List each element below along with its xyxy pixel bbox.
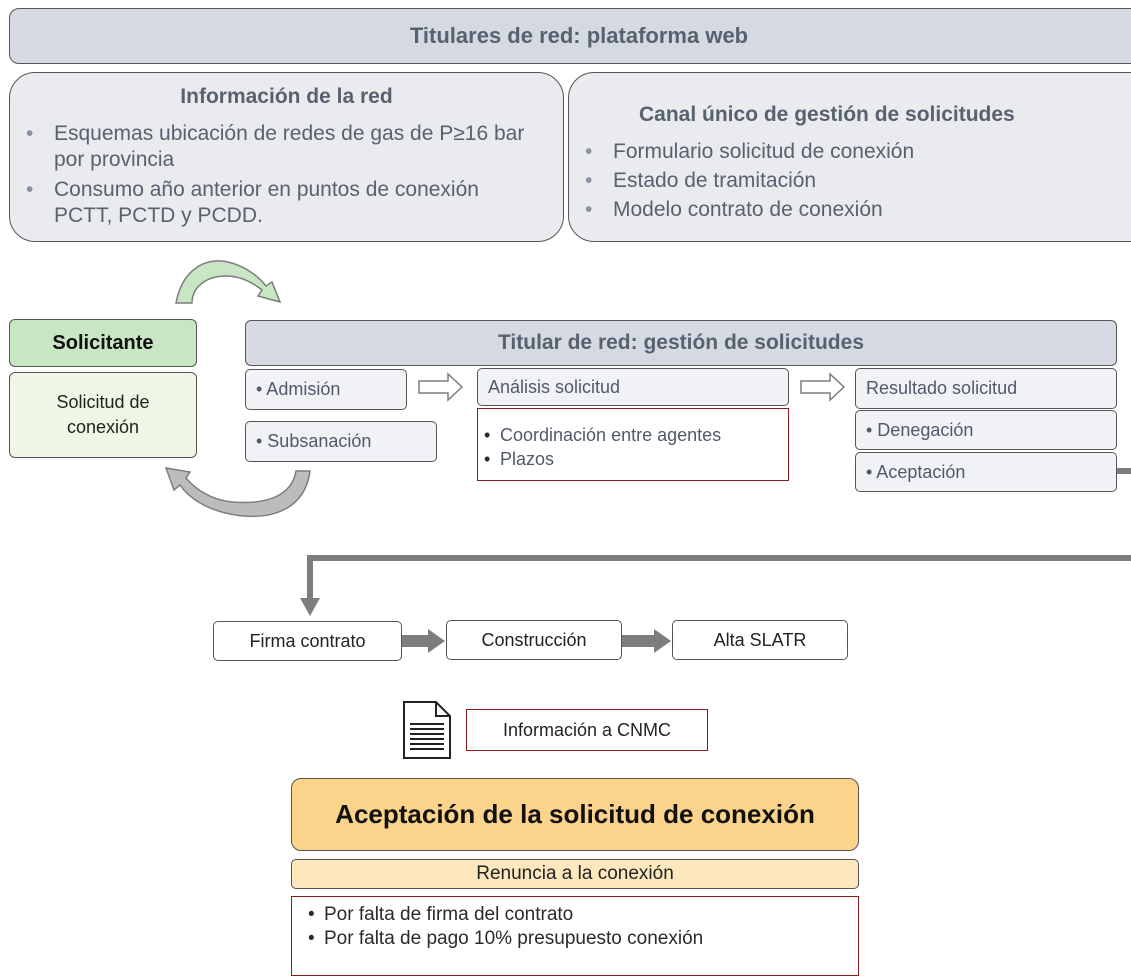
canal-item: Formulario solicitud de conexión (579, 137, 1099, 166)
renuncia-item: Por falta de pago 10% presupuesto conexi… (302, 927, 703, 951)
renuncia-label: Renuncia a la conexión (476, 863, 674, 884)
hollow-arrow-1 (418, 372, 464, 402)
admision-box: • Admisión (245, 369, 407, 410)
aceptacion-label: • Aceptación (866, 461, 966, 482)
analisis-item: Plazos (478, 447, 721, 471)
admision-label: • Admisión (256, 379, 341, 399)
subsanacion-box: • Subsanación (245, 421, 437, 462)
analisis-details: Coordinación entre agentes Plazos (477, 408, 789, 481)
canal-title: Canal único de gestión de solicitudes (639, 103, 1015, 126)
construccion-box: Construcción (446, 620, 622, 660)
firma-contrato-box: Firma contrato (213, 621, 402, 661)
hollow-arrow-2 (800, 372, 846, 402)
analisis-item: Coordinación entre agentes (478, 423, 721, 447)
acceptance-title-box: Aceptación de la solicitud de conexión (291, 778, 859, 851)
solicitante-body-text: Solicitud de conexión (56, 392, 150, 437)
curved-arrow-top (175, 260, 282, 304)
analisis-box: Análisis solicitud (477, 368, 789, 406)
canal-list: Formulario solicitud de conexión Estado … (579, 137, 1099, 224)
denegacion-label: • Denegación (866, 419, 974, 440)
info-red-item: Consumo año anterior en puntos de conexi… (20, 177, 540, 229)
info-red-list: Esquemas ubicación de redes de gas de P≥… (20, 121, 540, 229)
canal-panel: Canal único de gestión de solicitudes Fo… (568, 72, 1131, 242)
denegacion-box: • Denegación (855, 410, 1117, 450)
subsanacion-label: • Subsanación (256, 431, 372, 451)
renuncia-box: Renuncia a la conexión (291, 859, 859, 889)
solicitante-body: Solicitud de conexión (9, 372, 197, 458)
alta-slatr-label: Alta SLATR (713, 629, 807, 650)
curved-arrow-bottom (164, 467, 311, 518)
resultado-label: Resultado solicitud (866, 378, 1018, 398)
construccion-label: Construcción (481, 629, 587, 650)
info-red-panel: Información de la red Esquemas ubicación… (9, 72, 564, 242)
info-red-item: Esquemas ubicación de redes de gas de P≥… (20, 121, 540, 173)
return-arrowhead (300, 598, 320, 616)
info-red-title: Información de la red (180, 85, 393, 108)
renuncia-list: Por falta de firma del contrato Por falt… (302, 903, 703, 951)
platform-header: Titulares de red: plataforma web (9, 8, 1131, 64)
gestion-header: Titular de red: gestión de solicitudes (245, 320, 1117, 366)
flow-arrow-1 (402, 629, 445, 653)
aceptacion-box: • Aceptación (855, 452, 1117, 492)
solicitante-title: Solicitante (52, 331, 154, 354)
canal-item: Estado de tramitación (579, 166, 1099, 195)
document-icon (402, 700, 452, 760)
solicitante-header: Solicitante (9, 319, 197, 367)
renuncia-item: Por falta de firma del contrato (302, 903, 703, 927)
cnmc-box: Información a CNMC (466, 709, 708, 751)
acceptance-title: Aceptación de la solicitud de conexión (335, 799, 815, 829)
analisis-label: Análisis solicitud (488, 376, 621, 397)
firma-contrato-label: Firma contrato (249, 630, 366, 651)
flow-arrow-2 (622, 629, 671, 653)
resultado-box: Resultado solicitud (855, 368, 1117, 409)
canal-item: Modelo contrato de conexión (579, 195, 1099, 224)
gestion-title: Titular de red: gestión de solicitudes (497, 331, 864, 354)
alta-slatr-box: Alta SLATR (672, 620, 848, 660)
platform-header-title: Titulares de red: plataforma web (409, 23, 749, 48)
return-connector (307, 555, 1131, 598)
cnmc-label: Información a CNMC (502, 719, 672, 740)
analisis-list: Coordinación entre agentes Plazos (478, 423, 721, 471)
